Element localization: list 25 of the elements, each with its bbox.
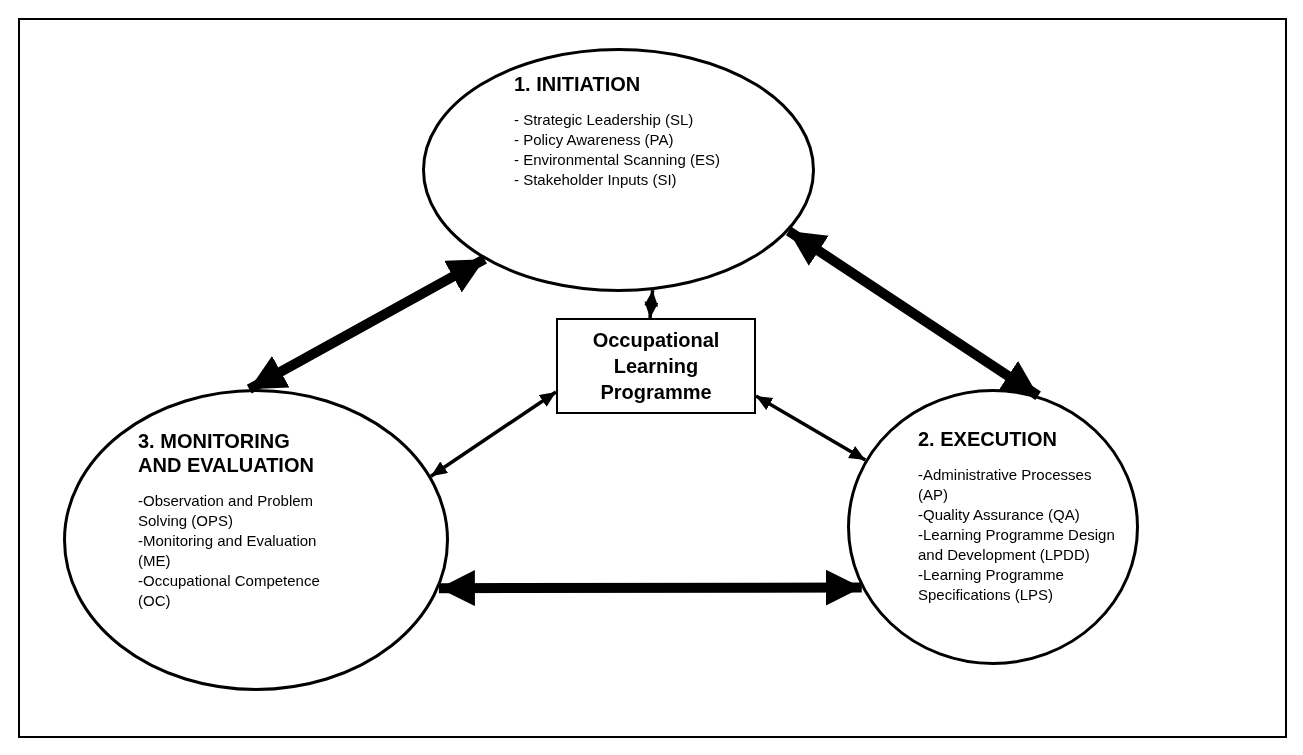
double-arrow: [755, 394, 867, 462]
node-item: -Monitoring and Evaluation (ME): [138, 531, 318, 571]
double-arrow: [429, 390, 557, 478]
node-item: -Learning Programme Design and Development (LPDD): [918, 525, 1116, 565]
node-heading: 1. INITIATION: [514, 72, 642, 96]
double-arrow: [785, 226, 1041, 400]
node-item: - Stakeholder Inputs (SI): [514, 170, 678, 190]
node-item: - Strategic Leadership (SL): [514, 110, 695, 130]
ellipse-node: [422, 48, 815, 292]
node-heading: 3. MONITORING AND EVALUATION: [138, 429, 315, 477]
double-arrow: [644, 290, 659, 319]
node-item: -Quality Assurance (QA): [918, 505, 1081, 525]
node-item: -Observation and Problem Solving (OPS): [138, 491, 315, 531]
node-item: -Administrative Processes (AP): [918, 465, 1093, 505]
node-item: -Learning Programme Specifications (LPS): [918, 565, 1065, 605]
ellipse-node: [63, 389, 449, 691]
double-arrow: [246, 254, 487, 394]
node-item: -Occupational Competence (OC): [138, 571, 321, 611]
double-arrow: [438, 569, 862, 607]
node-item: - Environmental Scanning (ES): [514, 150, 721, 170]
ellipse-node: [847, 389, 1139, 665]
node-item: - Policy Awareness (PA): [514, 130, 675, 150]
box-label: Occupational Learning Programme: [591, 328, 721, 405]
process-box: [556, 318, 756, 414]
node-heading: 2. EXECUTION: [918, 427, 1058, 451]
